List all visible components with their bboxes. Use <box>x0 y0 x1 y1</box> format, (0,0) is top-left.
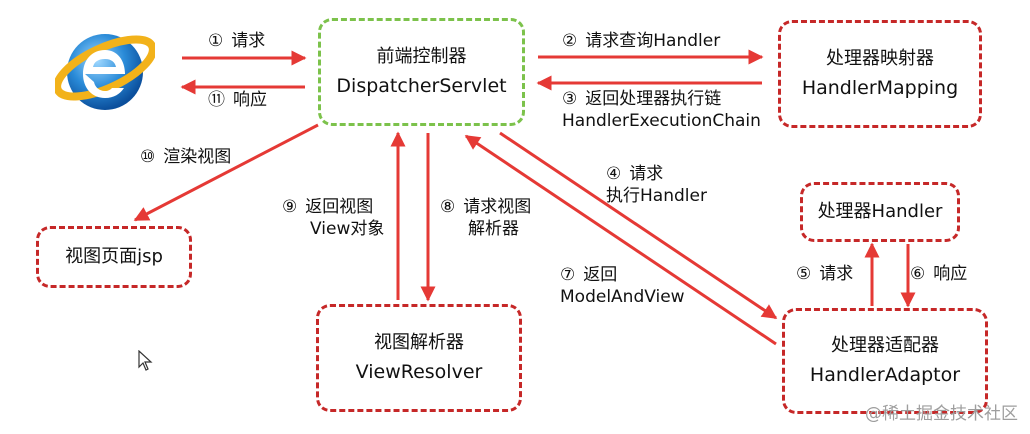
step-7-label: ⑦ 返回 ModelAndView <box>560 264 685 308</box>
mouse-pointer-icon <box>138 350 153 371</box>
arrow-execute-handler <box>499 131 778 320</box>
step-6-number: ⑥ <box>910 264 926 284</box>
step-1-number: ① <box>208 31 224 51</box>
view-page-title: 视图页面jsp <box>65 246 163 267</box>
view-page-node: 视图页面jsp <box>36 226 192 288</box>
dispatcher-name: DispatcherServlet <box>336 75 507 97</box>
step-7-line1: 返回 <box>583 265 618 285</box>
step-5-label: ⑤ 请求 <box>796 263 853 285</box>
step-4-line1: 请求 <box>629 164 664 184</box>
step-8-line2: 解析器 <box>468 219 519 239</box>
handler-adaptor-title: 处理器适配器 <box>831 335 939 356</box>
step-5-number: ⑤ <box>796 264 812 284</box>
step-6-label: ⑥ 响应 <box>910 263 967 285</box>
step-8-number: ⑧ <box>440 197 456 217</box>
dispatcher-title: 前端控制器 <box>376 46 467 67</box>
step-4-number: ④ <box>606 164 622 184</box>
internet-explorer-icon <box>55 34 155 110</box>
step-11-label: ⑪ 响应 <box>208 89 267 111</box>
step-2-text: 请求查询Handler <box>585 31 721 51</box>
view-resolver-name: ViewResolver <box>355 361 483 383</box>
step-1-text: 请求 <box>231 31 266 51</box>
step-9-number: ⑨ <box>282 197 298 217</box>
step-8-line1: 请求视图 <box>463 197 532 217</box>
step-10-label: ⑩ 渲染视图 <box>140 146 231 168</box>
step-4-label: ④ 请求 执行Handler <box>606 163 707 207</box>
step-6-text: 响应 <box>933 264 968 284</box>
step-3-line2: HandlerExecutionChain <box>562 111 761 131</box>
step-4-line2: 执行Handler <box>606 186 707 206</box>
handler-adaptor-node: 处理器适配器 HandlerAdaptor <box>782 308 988 414</box>
step-3-number: ③ <box>562 89 578 109</box>
step-11-text: 响应 <box>233 90 267 110</box>
step-7-line2: ModelAndView <box>560 287 685 307</box>
step-8-label: ⑧ 请求视图 解析器 <box>440 196 531 240</box>
step-9-label: ⑨ 返回视图 View对象 <box>282 196 384 240</box>
handler-node: 处理器Handler <box>800 182 960 242</box>
dispatcher-servlet-node: 前端控制器 DispatcherServlet <box>318 18 525 126</box>
step-7-number: ⑦ <box>560 265 576 285</box>
step-3-line1: 返回处理器执行链 <box>585 89 722 109</box>
handler-mapping-node: 处理器映射器 HandlerMapping <box>778 20 982 128</box>
handler-adaptor-name: HandlerAdaptor <box>809 364 961 386</box>
arrow-render-view <box>133 123 319 222</box>
step-10-number: ⑩ <box>140 147 156 167</box>
step-10-text: 渲染视图 <box>163 147 232 167</box>
step-9-line1: 返回视图 <box>305 197 374 217</box>
view-resolver-node: 视图解析器 ViewResolver <box>316 304 522 412</box>
step-3-label: ③ 返回处理器执行链 HandlerExecutionChain <box>562 88 761 132</box>
handler-mapping-name: HandlerMapping <box>801 77 959 99</box>
handler-title: 处理器Handler <box>817 201 943 222</box>
step-2-number: ② <box>562 31 578 51</box>
watermark: @稀土掘金技术社区 <box>865 404 1018 424</box>
handler-mapping-title: 处理器映射器 <box>826 48 934 69</box>
view-resolver-title: 视图解析器 <box>374 332 464 353</box>
step-11-number: ⑪ <box>208 90 225 110</box>
step-2-label: ② 请求查询Handler <box>562 30 720 52</box>
step-5-text: 请求 <box>819 264 854 284</box>
arrow-return-model-and-view <box>464 134 777 346</box>
step-9-line2: View对象 <box>310 219 385 239</box>
step-1-label: ① 请求 <box>208 30 265 52</box>
